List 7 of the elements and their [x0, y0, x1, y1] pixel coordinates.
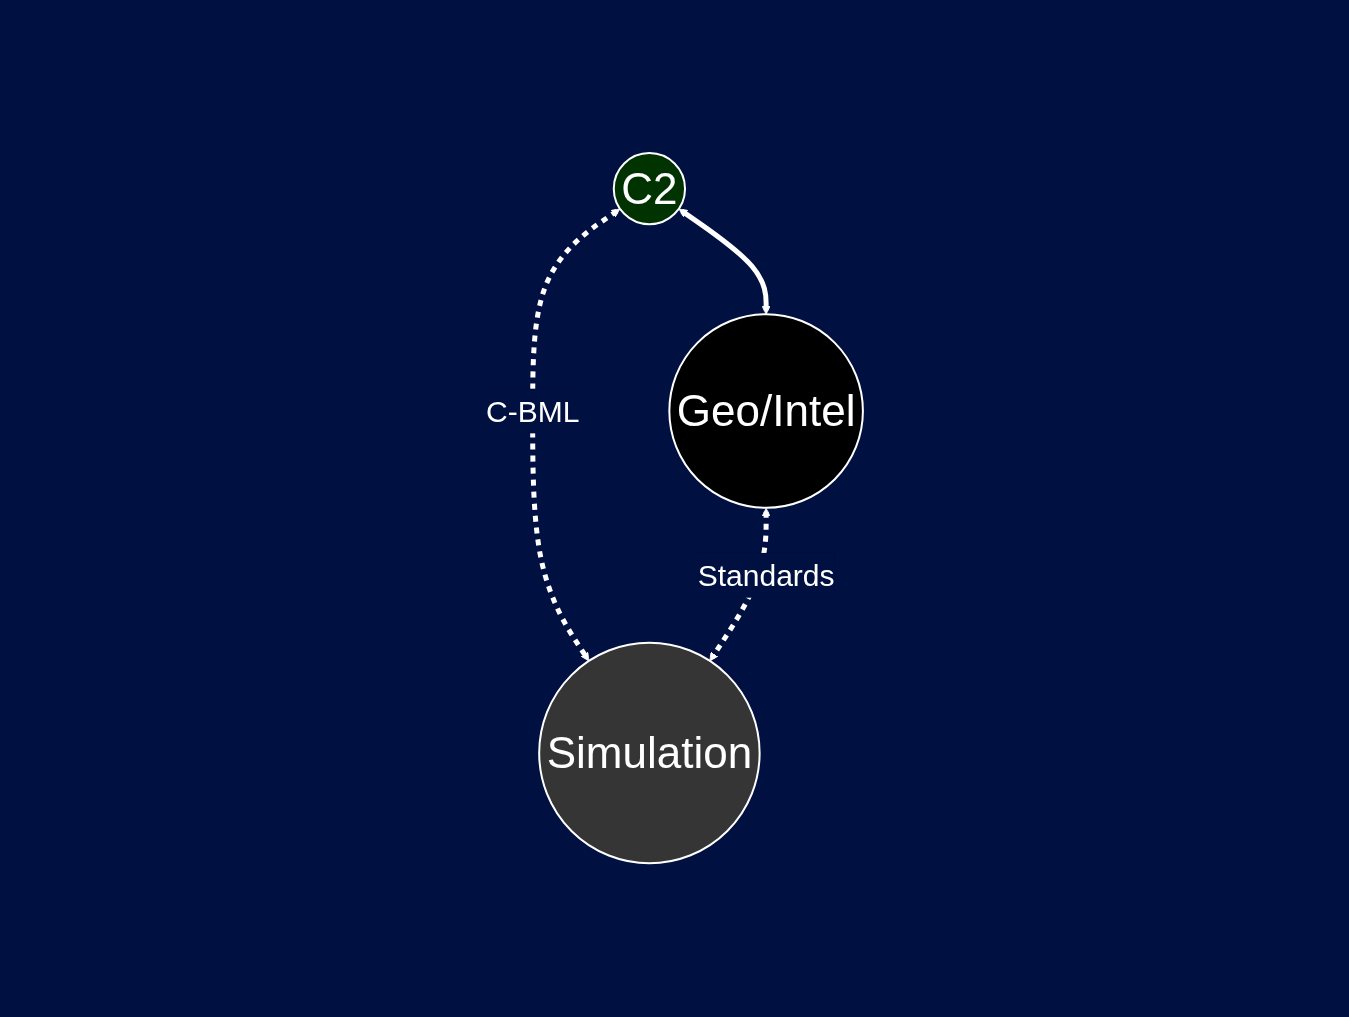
arrow	[530, 209, 621, 662]
edge-label: Standards	[697, 559, 835, 593]
arrow	[678, 209, 771, 315]
node-circle: C2	[612, 152, 687, 226]
edge-label: C-BML	[486, 394, 580, 428]
node-circle: Geo/Intel	[668, 313, 864, 510]
node-circle: Simulation	[538, 642, 761, 865]
